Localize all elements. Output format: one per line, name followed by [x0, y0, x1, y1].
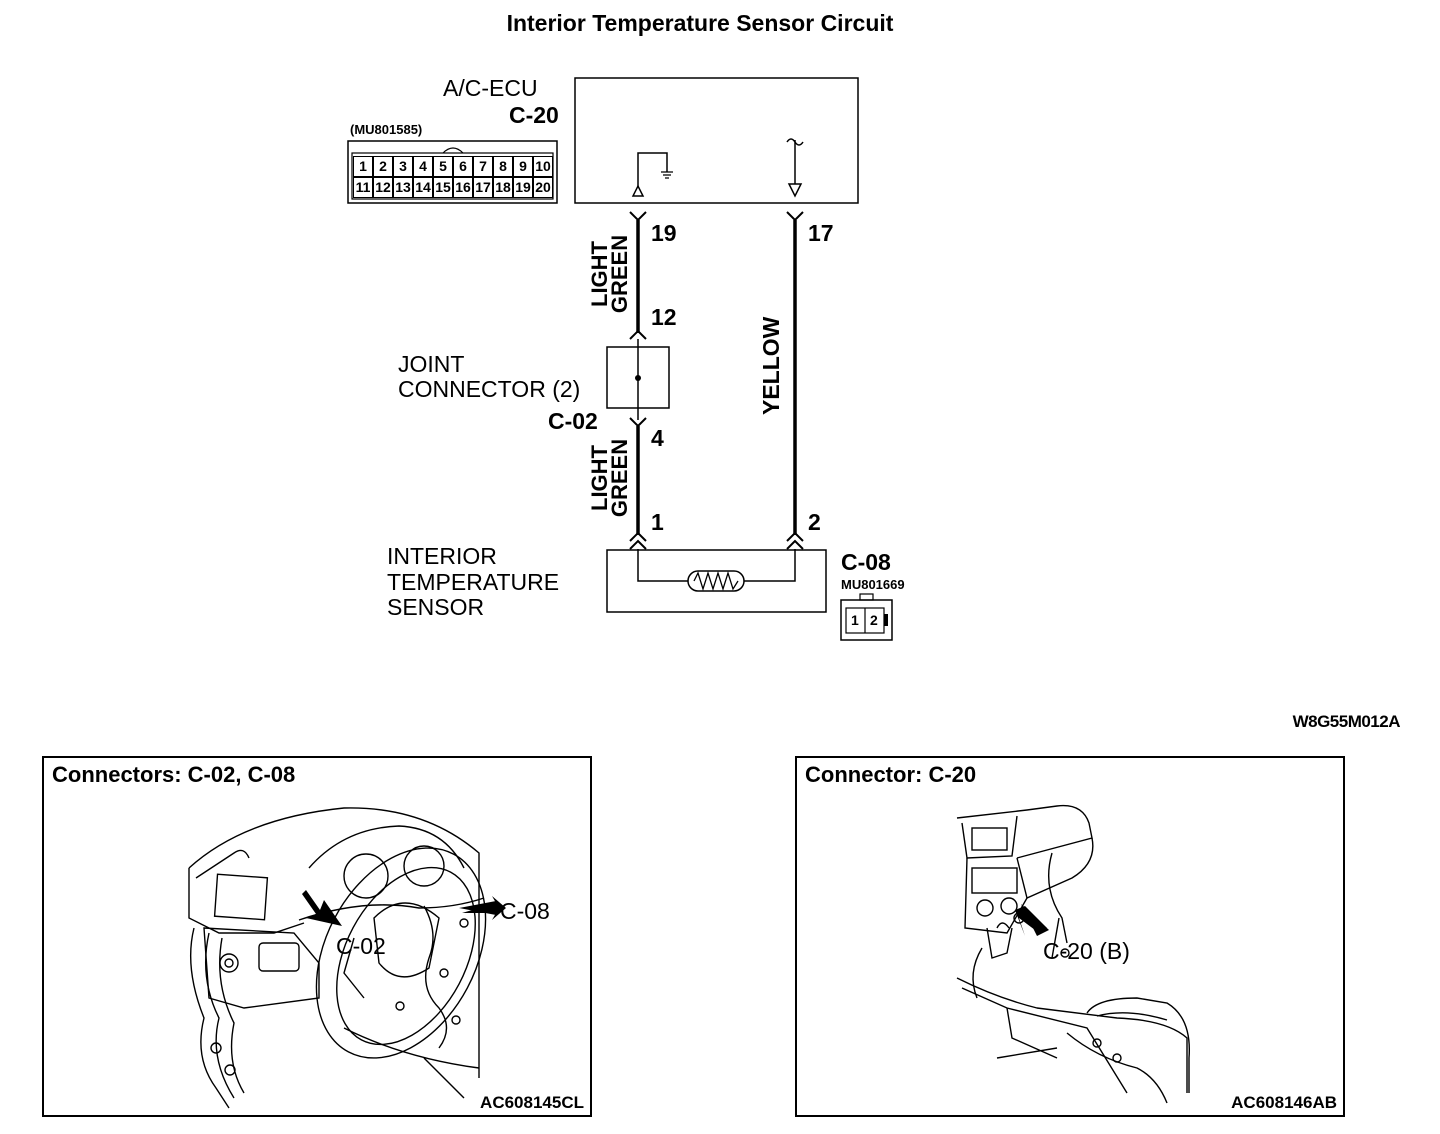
callout-c20: C-20 (B)	[1043, 938, 1130, 964]
sensor-name-2: TEMPERATURE	[387, 569, 560, 595]
sensor-name-3: SENSOR	[387, 594, 485, 620]
ecu-box	[574, 77, 859, 204]
joint-connector-name-1: JOINT	[398, 351, 465, 377]
ecu-pin-cell: 9	[513, 156, 533, 177]
pin-joint-12: 12	[651, 304, 677, 330]
sensor-name-1: INTERIOR	[387, 543, 497, 569]
ecu-name: A/C-ECU	[443, 75, 538, 101]
sensor-connector-pin-1: 1	[851, 612, 859, 628]
ecu-pin-cell: 5	[433, 156, 453, 177]
ecu-part-number: (MU801585)	[350, 122, 423, 137]
pin-ecu-17: 17	[808, 220, 834, 246]
ecu-pin-cell: 2	[373, 156, 393, 177]
ground-symbol	[637, 152, 668, 188]
ecu-pin-cell: 10	[533, 156, 553, 177]
ecu-pin-cell: 14	[413, 177, 433, 198]
ecu-pin-cell: 18	[493, 177, 513, 198]
wire-label-light-green-upper: LIGHT GREEN	[587, 234, 632, 314]
dashboard-illustration	[188, 807, 506, 1109]
schematic-lines	[347, 77, 893, 641]
wire-label-yellow: YELLOW	[758, 316, 784, 415]
pin-sensor-2: 2	[808, 509, 821, 535]
ecu-pin-cell: 8	[493, 156, 513, 177]
callout-c02: C-02	[336, 933, 386, 959]
pin-sensor-1: 1	[651, 509, 664, 535]
panel-code: AC608146AB	[1231, 1093, 1337, 1112]
ecu-pin-cell: 15	[433, 177, 453, 198]
joint-connector-name-2: CONNECTOR (2)	[398, 376, 581, 402]
ecu-pin-cell: 6	[453, 156, 473, 177]
ecu-pin-cell: 16	[453, 177, 473, 198]
thermistor-symbol	[687, 570, 745, 592]
sensor-connector-id: C-08	[841, 549, 891, 575]
panel-title: Connector: C-20	[805, 762, 977, 787]
sensor-box	[606, 549, 827, 613]
arrow-c02	[302, 890, 342, 926]
ecu-pin-cell: 19	[513, 177, 533, 198]
figure-code: W8G55M012A	[1292, 712, 1401, 731]
panel-title: Connectors: C-02, C-08	[52, 762, 296, 787]
ecu-connector-face	[347, 140, 558, 204]
console-illustration	[956, 804, 1191, 1104]
wire-label-light-green-lower: LIGHT GREEN	[587, 438, 632, 518]
panel-connectors-c02-c08: Connectors: C-02, C-08	[42, 756, 592, 1117]
ecu-pin-cell: 3	[393, 156, 413, 177]
pin-ecu-19: 19	[651, 220, 677, 246]
sensor-part-number: MU801669	[841, 577, 905, 592]
ecu-pin-cell: 1	[353, 156, 373, 177]
joint-connector-id: C-02	[548, 408, 598, 434]
callout-c08: C-08	[500, 898, 550, 924]
panel-connector-c20: Connector: C-20	[795, 756, 1345, 1117]
pin-joint-4: 4	[651, 425, 664, 451]
ecu-pin-cell: 20	[533, 177, 553, 198]
ecu-connector-id: C-20	[509, 102, 559, 128]
panel-code: AC608145CL	[480, 1093, 584, 1112]
ecu-pin-cell: 4	[413, 156, 433, 177]
sensor-connector-pin-2: 2	[870, 612, 878, 628]
ecu-pin-cell: 13	[393, 177, 413, 198]
ecu-pin-cell: 7	[473, 156, 493, 177]
ecu-pin-cell: 17	[473, 177, 493, 198]
ecu-pin-cell: 11	[353, 177, 373, 198]
diagram-title: Interior Temperature Sensor Circuit	[506, 10, 894, 36]
ecu-pin-cell: 12	[373, 177, 393, 198]
